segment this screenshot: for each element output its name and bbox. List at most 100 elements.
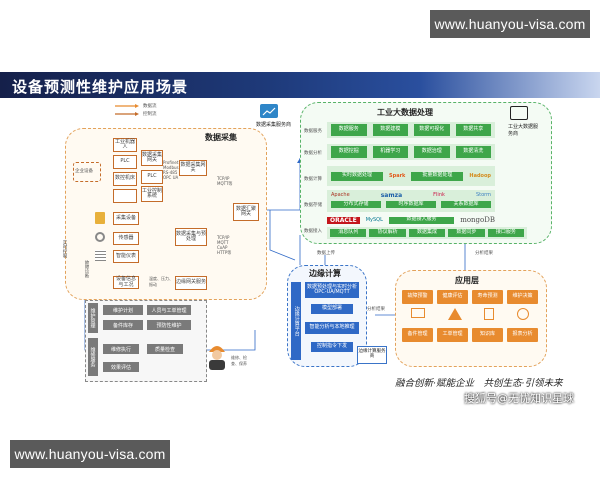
maintenance-bottom-1: 维修执行 [103, 344, 139, 354]
side-label-2: 故障诊断 [84, 260, 89, 278]
worker-label: 维修、检查、保养 [231, 355, 247, 366]
logo-mongodb: mongoDB [460, 216, 495, 224]
bottom-gateway-box: 边缘网关服务 [175, 276, 207, 290]
logo-samza: samza [380, 192, 403, 199]
title-banner [0, 72, 600, 98]
bigdata-service-icon [510, 106, 528, 120]
bottom-item-1: 设备信息与工况 [113, 276, 139, 289]
maintenance-bottom-3: 效果评估 [103, 362, 139, 372]
sohu-watermark: 搜狐号@无忧知识星球 [464, 392, 574, 405]
bigdata-row4: Apache samza Flink Storm 分布式存储 时序数据库 关系数… [327, 190, 495, 212]
diagram: 数据流 控制流 数据采集 数据采集服务商 企业设备 工业机器人 PLC 数控机床… [55, 100, 600, 390]
bigdata-row2-item-3: 数据治理 [414, 146, 450, 158]
legend-data-flow: 数据流 [143, 104, 157, 109]
protocol-list: Profinet Modbus RS-485 OPC UA [163, 160, 179, 180]
controller-box-3: 工业控制系统 [141, 186, 163, 202]
acquisition-service-label: 数据采集服务商 [256, 122, 292, 128]
app-row2-item-1: 备件管理 [402, 328, 433, 342]
warning-icon [447, 308, 462, 320]
acquisition-title: 数据采集 [205, 133, 237, 142]
edge-sidebar: 边缘计算平台 [291, 282, 301, 360]
system-mid-box: 数据采集与预处理 [175, 228, 207, 246]
controller-box-2: PLC [141, 170, 163, 184]
device-box-4 [113, 189, 137, 203]
system-box-1: 采集设备 [113, 212, 139, 225]
app-row1-item-2: 健康评估 [437, 290, 468, 304]
edge-connector-label: 分析结果 [367, 307, 385, 312]
bigdata-row-label-5: 数据接入 [304, 229, 322, 234]
device-box-2: PLC [113, 155, 137, 169]
bigdata-row5-item-1: 数据接入服务 [388, 216, 455, 224]
grid-icon [95, 250, 106, 261]
edge-block-3: 智能分析与本地推理 [305, 322, 359, 334]
bigdata-row3: 实时数据处理 Spark 批量数据处理 Hadoop [327, 166, 495, 186]
bigdata-row4-item-2: 时序数据库 [386, 201, 436, 208]
app-row2-item-4: 报表分析 [507, 328, 538, 342]
bottom-item-2: 温度、压力、振动 [149, 276, 173, 287]
maintenance-sidebar: 维护管理 [88, 303, 98, 333]
device-box-1: 工业机器人 [113, 138, 137, 152]
edge-block-2: 模型部署 [311, 304, 353, 314]
maintenance-mid-2: 预防性维护 [147, 320, 191, 330]
app-row2-item-3: 知识库 [472, 328, 503, 342]
bigdata-row1-item-4: 数据共享 [455, 124, 491, 136]
mqtt-bottom-label: TCP/IP MQTT CoAP HTTP等 [217, 235, 232, 255]
acquisition-service-icon [260, 104, 278, 118]
bigdata-row2: 数据挖掘 机器学习 数据治理 数据清洗 [327, 144, 495, 160]
page-title: 设备预测性维护应用场景 [12, 78, 189, 96]
logo-storm: Storm [475, 192, 491, 198]
app-row1-item-1: 故障预警 [402, 290, 433, 304]
system-box-3: 智能仪表 [113, 250, 139, 263]
bigdata-row3-item-1: 实时数据处理 [331, 171, 384, 181]
app-title: 应用层 [455, 276, 479, 285]
wrench-icon [516, 308, 529, 320]
bigdata-row6-item-3: 数据集成 [408, 229, 446, 237]
device-source-label: 企业设备 [75, 169, 93, 174]
mqtt-top-label: TCP/IP MQTT等 [217, 176, 233, 186]
logo-apache: Apache [331, 192, 350, 198]
bigdata-right-label: 分析结果 [475, 251, 493, 256]
bigdata-row-label-2: 数据分析 [304, 151, 322, 156]
system-box-2: 传感器 [113, 232, 139, 245]
bigdata-service-label: 工业大数据服务商 [508, 124, 539, 137]
bigdata-title: 工业大数据处理 [377, 108, 433, 117]
maintenance-bottom-2: 质量检查 [147, 344, 183, 354]
edge-service-box: 边缘计算服务商 [357, 346, 387, 364]
doc-icon [95, 212, 105, 224]
app-row1-item-4: 维护决策 [507, 290, 538, 304]
controller-box-1: 数据采集网关 [141, 150, 163, 166]
app-row1-item-3: 寿命预测 [472, 290, 503, 304]
edge-title: 边缘计算 [309, 269, 341, 278]
bigdata-row1: 数据服务 数据建模 数据可视化 数据共享 [327, 122, 495, 138]
maintenance-mid-1: 备件库存 [103, 320, 143, 330]
footer-slogan: 融合创新·赋能企业 共创生态·引领未来 [395, 378, 563, 389]
logo-flink: Flink [433, 192, 445, 198]
app-icons [402, 308, 538, 322]
bigdata-row2-item-4: 数据清洗 [455, 146, 491, 158]
maintenance-top-2: 人员与工单管理 [147, 305, 191, 315]
bigdata-row1-item-1: 数据服务 [331, 124, 367, 136]
bigdata-row6-item-2: 协议解析 [369, 229, 406, 237]
document-icon [484, 308, 495, 320]
device-source [73, 162, 101, 182]
edge-block-1: 数据预处理与实时分析 OPC-UA/MQTT [305, 282, 359, 298]
logo-spark: Spark [389, 173, 406, 179]
maintenance-top-1: 维护计划 [103, 305, 143, 315]
logo-hadoop: Hadoop [469, 173, 492, 179]
bigdata-row5: ORACLE MySQL 数据接入服务 mongoDB [327, 215, 495, 225]
worker-icon [205, 340, 229, 370]
bigdata-left-label: 数据上传 [317, 251, 335, 256]
bigdata-row1-item-3: 数据可视化 [414, 124, 450, 136]
bigdata-row4-item-1: 分布式存储 [331, 201, 381, 208]
monitor-icon [411, 308, 426, 318]
logo-oracle: ORACLE [327, 216, 360, 224]
watermark-top: www.huanyou-visa.com [430, 10, 590, 38]
bigdata-row2-item-2: 机器学习 [372, 146, 408, 158]
edge-block-4: 控制指令下发 [311, 342, 353, 352]
legend-control-flow: 控制流 [143, 112, 157, 117]
app-row1: 故障预警 健康评估 寿命预测 维护决策 [402, 290, 538, 304]
edge-service-label: 边缘计算服务商 [358, 349, 386, 359]
maintenance-bottom-sidebar: 维修服务 [88, 338, 98, 376]
device-box-3: 数控机床 [113, 172, 137, 186]
app-row2-item-2: 工单管理 [437, 328, 468, 342]
